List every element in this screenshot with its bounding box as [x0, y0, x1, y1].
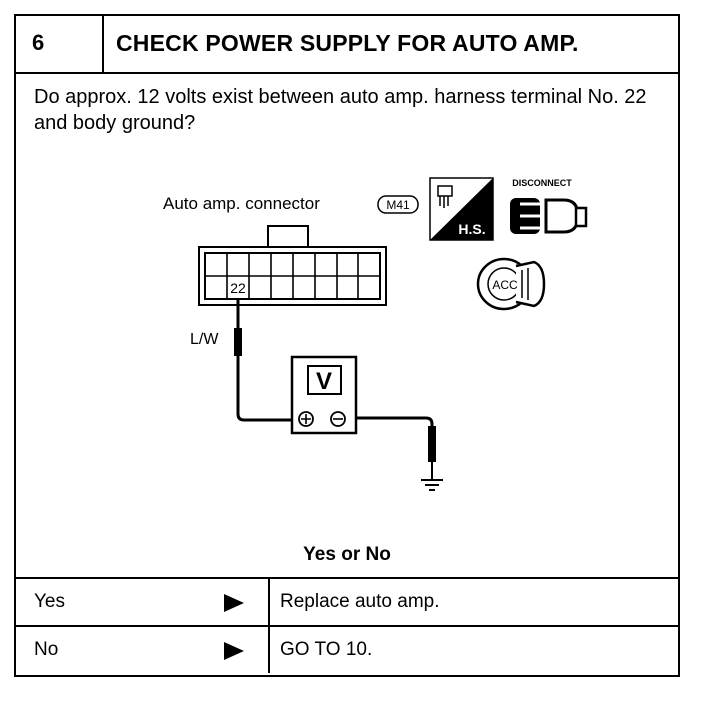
step-header: 6 CHECK POWER SUPPLY FOR AUTO AMP. [16, 16, 678, 74]
connector-id-badge: M41 [377, 195, 419, 214]
result-action: GO TO 10. [280, 639, 373, 660]
ground-icon [421, 479, 443, 491]
ground-wire [356, 416, 436, 480]
ignition-label: ACC [492, 278, 518, 292]
check-question: Do approx. 12 volts exist between auto a… [34, 86, 647, 134]
wire-color-label: L/W [190, 331, 219, 348]
voltmeter: V [290, 355, 358, 435]
arrow-right-icon [224, 642, 244, 660]
column-divider [268, 579, 270, 625]
step-number: 6 [16, 16, 104, 72]
harness-side-icon: H.S. [429, 177, 494, 241]
connector-label: Auto amp. connector [163, 194, 320, 213]
wiring-diagram: Auto amp. connector M41 H.S. DISCONNECT [163, 177, 588, 491]
arrow-right-icon [224, 594, 244, 612]
disconnect-label: DISCONNECT [512, 178, 572, 188]
result-row-no: No GO TO 10. [16, 625, 678, 673]
positive-terminal-icon [298, 411, 314, 427]
disconnect-icon: DISCONNECT [510, 178, 588, 234]
column-divider [268, 627, 270, 673]
yes-no-prompt: Yes or No [303, 544, 391, 565]
hs-label: H.S. [458, 221, 485, 237]
result-row-yes: Yes Replace auto amp. [16, 577, 678, 625]
result-answer: No [34, 639, 59, 660]
result-action: Replace auto amp. [280, 591, 440, 612]
probe-wire [234, 299, 292, 422]
procedure-box: 6 CHECK POWER SUPPLY FOR AUTO AMP. Do ap… [14, 14, 680, 677]
auto-amp-connector: 22 [198, 225, 387, 306]
ignition-key-acc-icon: ACC [476, 257, 546, 311]
connector-id: M41 [386, 198, 410, 212]
meter-symbol: V [316, 368, 332, 395]
terminal-number: 22 [230, 280, 246, 296]
step-title: CHECK POWER SUPPLY FOR AUTO AMP. [116, 30, 579, 56]
result-answer: Yes [34, 591, 65, 612]
negative-terminal-icon [330, 411, 346, 427]
